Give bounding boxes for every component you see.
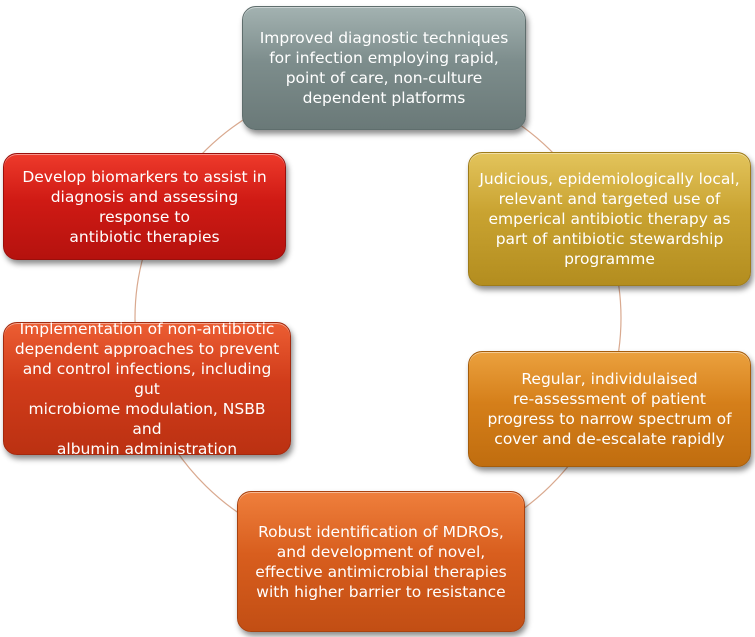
node-diagnostic-techniques-text: Improved diagnostic techniques for infec… <box>259 29 509 107</box>
node-reassessment: Regular, individulaised re-assessment of… <box>468 351 751 467</box>
node-antibiotic-stewardship: Judicious, epidemiologically local, rele… <box>468 152 751 286</box>
node-non-antibiotic-approaches-text: Implementation of non-antibiotic depende… <box>14 319 280 458</box>
node-non-antibiotic-approaches: Implementation of non-antibiotic depende… <box>3 320 291 458</box>
node-biomarkers-text: Develop biomarkers to assist in diagnosi… <box>22 167 267 246</box>
node-antibiotic-stewardship-text: Judicious, epidemiologically local, rele… <box>479 170 740 268</box>
node-mdro-identification: Robust identification of MDROs, and deve… <box>237 491 525 632</box>
node-reassessment-text: Regular, individulaised re-assessment of… <box>487 370 732 448</box>
node-biomarkers: Develop biomarkers to assist in diagnosi… <box>3 153 286 260</box>
node-diagnostic-techniques: Improved diagnostic techniques for infec… <box>242 6 526 130</box>
node-mdro-identification-text: Robust identification of MDROs, and deve… <box>255 522 507 601</box>
